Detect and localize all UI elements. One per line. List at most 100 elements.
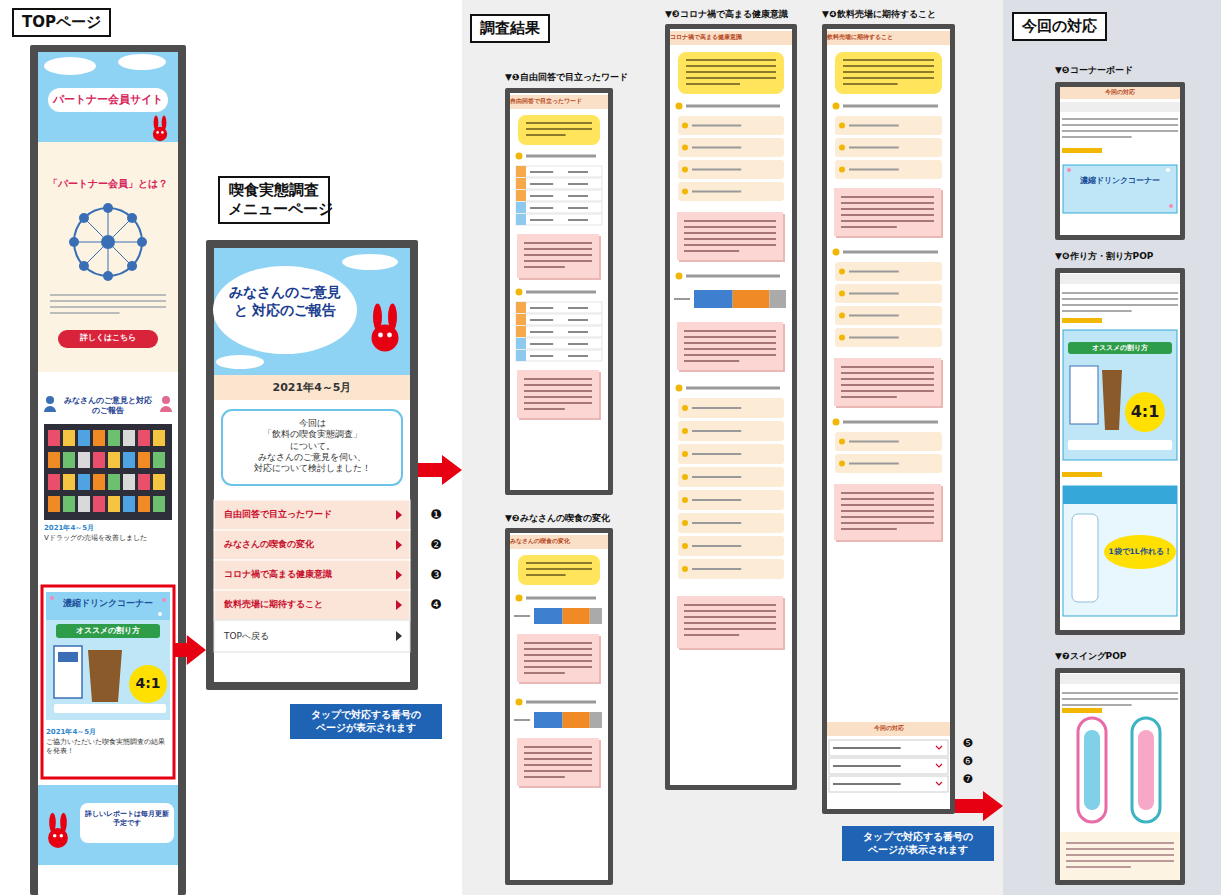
menu-row	[214, 620, 410, 652]
store-photo	[48, 474, 60, 490]
phone-screen: ▼❷みなさんの喫食の変化みなさんの喫食の変化	[505, 528, 613, 885]
option-dot	[839, 123, 845, 129]
text-slot: 濃縮ドリンクコーナー	[48, 598, 168, 609]
rabbit-mascot	[48, 828, 68, 848]
bar-segment	[563, 608, 590, 624]
option-row	[835, 284, 942, 303]
callout-number: ❺	[960, 736, 976, 751]
option-row	[835, 306, 942, 325]
text-line	[849, 463, 899, 465]
text-slot: 「パートナー会員」とは？	[40, 178, 176, 191]
header-band	[827, 722, 950, 736]
ratio-badge	[1104, 535, 1176, 569]
text-slot: ▼❺コーナーボード	[1055, 65, 1133, 76]
text-line	[526, 701, 596, 704]
phone-screen-bg	[1060, 273, 1180, 630]
swing-pop	[1132, 718, 1160, 822]
pop-image	[46, 592, 170, 720]
phone-screen-bg	[510, 533, 608, 880]
text-line	[526, 134, 566, 136]
node-text: みなさんの喫食の変化	[224, 539, 392, 550]
text-line	[692, 407, 741, 409]
caption-mark	[1062, 318, 1102, 323]
note-paper	[517, 738, 599, 786]
network-icon	[108, 242, 132, 266]
option-dot	[682, 451, 688, 457]
phone-frame	[206, 240, 418, 690]
text-line	[849, 169, 899, 171]
text-slot: 1袋で1L作れる！	[1105, 547, 1175, 556]
node-text: 濃縮ドリンクコーナー	[48, 598, 168, 609]
product-pack	[54, 646, 82, 698]
option-row	[678, 138, 784, 157]
chevron-icon	[936, 782, 942, 785]
store-photo	[138, 430, 150, 446]
store-photo	[153, 496, 165, 512]
text-line	[568, 355, 588, 357]
flow-arrow	[174, 635, 206, 665]
drink-cup	[88, 650, 122, 702]
message-box: 今回は 「飲料の喫食実態調査」 について。 みなさんのご意見を伺い、 対応につい…	[222, 410, 402, 485]
note-shadow	[519, 372, 601, 420]
text-line	[674, 298, 690, 300]
node-text: 4:1	[1125, 402, 1165, 422]
text-slot: 4:1	[129, 675, 167, 693]
text-line	[692, 522, 741, 524]
text-line	[841, 522, 934, 524]
network-icon	[101, 235, 115, 249]
text-slot: 飲料売場に期待すること	[224, 599, 392, 610]
note-paper	[1060, 832, 1180, 880]
option-row	[678, 182, 784, 201]
text-line	[686, 71, 776, 73]
note-paper	[834, 188, 941, 236]
text-line	[692, 476, 741, 478]
option-row	[835, 138, 942, 157]
phone-screen: ▼❸コロナ禍で高まる健康意識コロナ禍で高まる健康意識	[665, 24, 797, 790]
text-line	[524, 654, 592, 656]
text-line	[526, 122, 592, 124]
network-icon	[108, 218, 132, 242]
store-photo	[138, 496, 150, 512]
panel-heading: ▼❻作り方・割り方POP	[1055, 251, 1153, 262]
bar-segment	[769, 290, 786, 308]
store-photo	[93, 452, 105, 468]
text-line	[684, 354, 776, 356]
text-slot: 2021年4～5月	[214, 381, 410, 395]
accordion-row	[829, 758, 948, 774]
option-dot	[839, 461, 845, 467]
option-dot	[682, 145, 688, 151]
text-line	[684, 336, 776, 338]
callout-number: ❷	[428, 537, 444, 553]
sky-header	[214, 248, 410, 375]
store-photo	[153, 452, 165, 468]
option-row	[835, 116, 942, 135]
accordion-row	[1060, 674, 1180, 684]
caption-mark	[1062, 708, 1102, 713]
text-line	[684, 342, 776, 344]
swing-pop	[1138, 730, 1154, 810]
text-line	[833, 783, 901, 785]
text-line	[524, 648, 592, 650]
text-line	[843, 77, 934, 79]
option-row	[678, 421, 784, 441]
option-row	[678, 467, 784, 487]
text-line	[692, 125, 741, 127]
store-photo	[108, 452, 120, 468]
text-line	[843, 251, 938, 254]
table-row	[516, 350, 602, 361]
rabbit-mascot	[49, 813, 56, 833]
person-icon	[44, 406, 56, 412]
banner-background	[38, 785, 178, 865]
text-line	[50, 312, 120, 314]
rank-cell	[516, 202, 526, 213]
text-slot: パートナー会員サイト	[40, 93, 176, 107]
text-line	[568, 343, 588, 345]
text-line	[684, 604, 776, 606]
network-icon	[74, 242, 108, 243]
panel-heading: ▼❼スイングPOP	[1055, 651, 1126, 662]
header-band	[510, 95, 608, 109]
bar-segment	[733, 290, 770, 308]
rabbit-mascot	[162, 116, 167, 130]
store-photo	[48, 430, 60, 446]
